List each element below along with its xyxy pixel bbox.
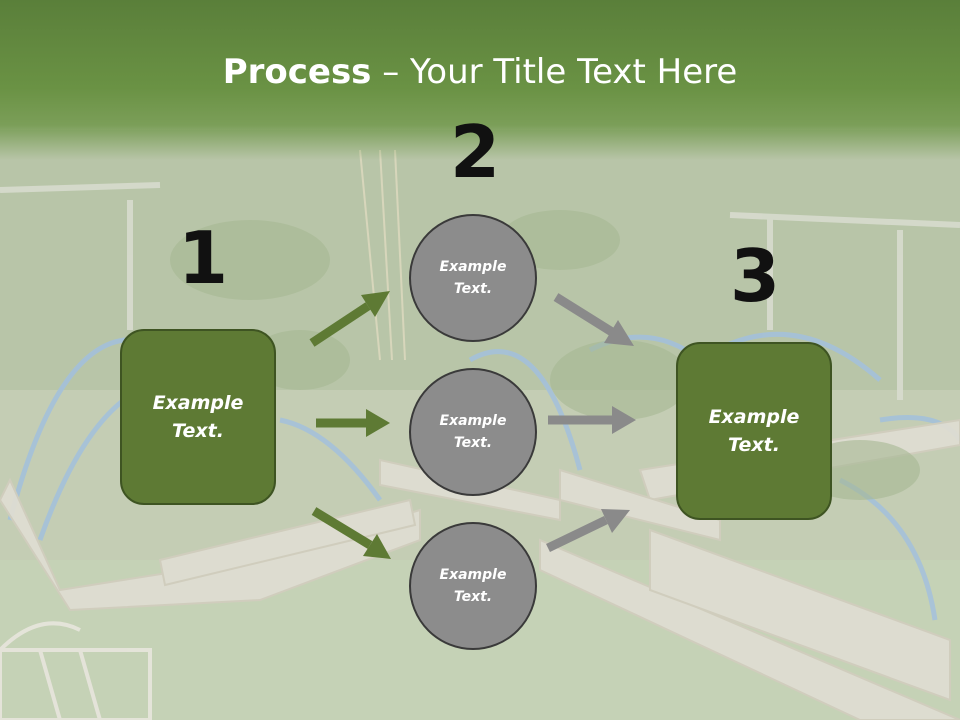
gray-arrow-middle (548, 406, 636, 434)
step-3-line1: Example (708, 405, 800, 428)
circle-top-line2: Text. (453, 281, 493, 297)
slide-title: Process – Your Title Text Here (0, 52, 960, 92)
green-arrow-down (311, 507, 391, 559)
circle-top-line1: Example (439, 258, 507, 275)
step-number-2: 2 (450, 110, 501, 194)
title-band (0, 0, 960, 160)
circle-bottom-line2: Text. (453, 589, 493, 605)
title-bold: Process (222, 52, 372, 92)
step-number-1: 1 (178, 216, 229, 300)
gray-arrow-down (553, 293, 634, 346)
step-3-line2: Text. (728, 434, 780, 456)
circle-middle-line2: Text. (453, 435, 493, 451)
green-arrow-middle (316, 409, 390, 437)
title-rest: – Your Title Text Here (371, 52, 738, 92)
step-1-line2: Text. (172, 420, 224, 442)
circle-middle-line1: Example (439, 412, 507, 429)
circle-bottom-line1: Example (439, 566, 507, 583)
step-number-3: 3 (730, 234, 781, 318)
green-arrow-up (309, 291, 390, 347)
step-1-line1: Example (152, 391, 244, 414)
gray-arrow-up (546, 509, 630, 553)
